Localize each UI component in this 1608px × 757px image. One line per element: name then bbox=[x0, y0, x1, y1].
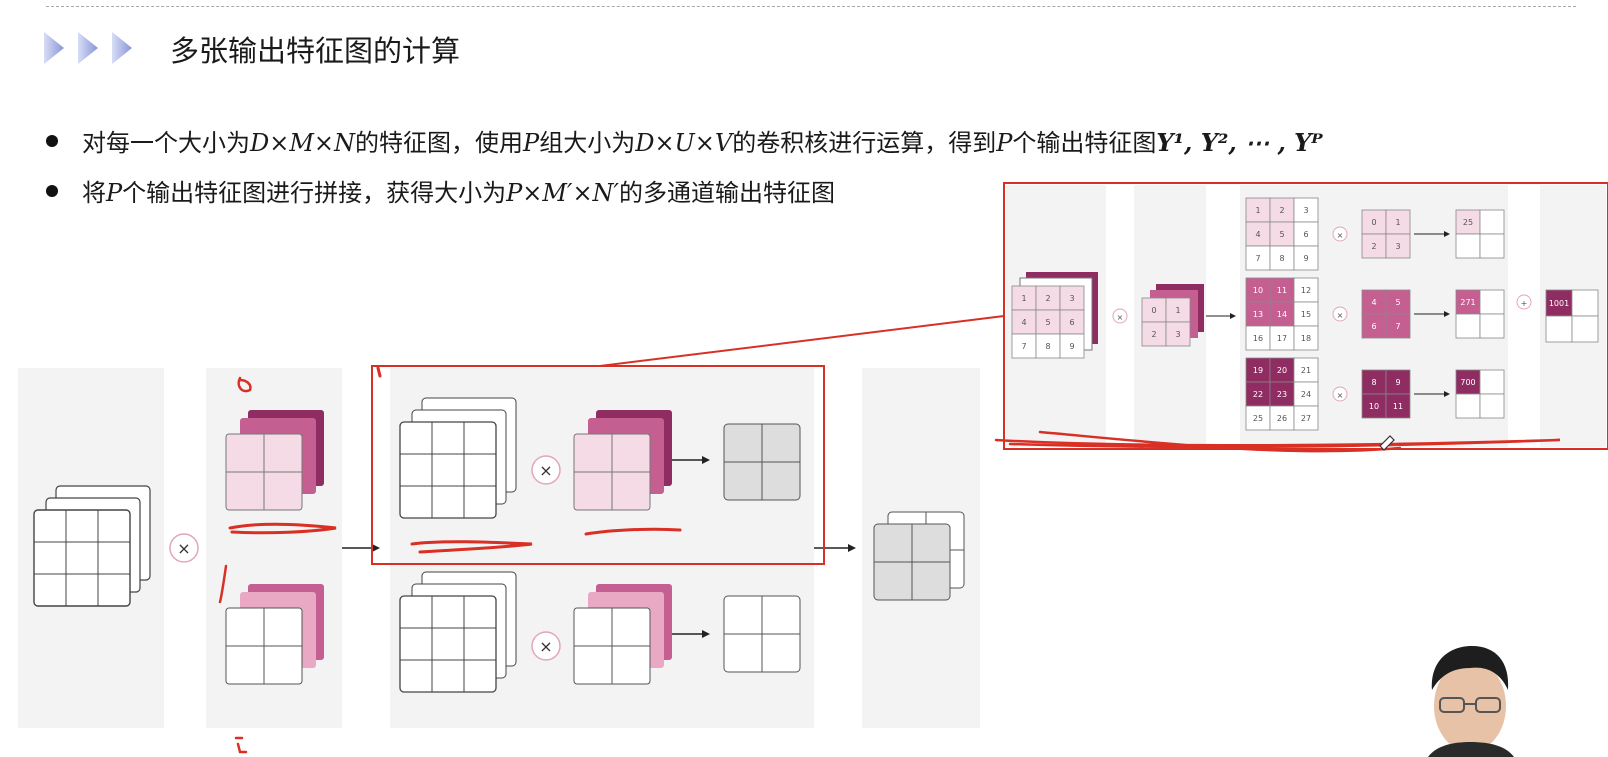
inset-kernel-cell: 10 bbox=[1369, 402, 1379, 411]
inset-channel-cell: 17 bbox=[1277, 334, 1287, 343]
inset-multiply-symbol: × bbox=[1337, 391, 1344, 400]
svg-text:×: × bbox=[539, 461, 552, 480]
inset-channel-cell: 18 bbox=[1301, 334, 1311, 343]
inset-input-cell: 9 bbox=[1069, 342, 1074, 351]
inset-arrow bbox=[1206, 313, 1236, 319]
inset-kernel-cell: 2 bbox=[1151, 330, 1156, 339]
pen-cursor-icon bbox=[1379, 435, 1395, 451]
inset-input-cell: 8 bbox=[1045, 342, 1050, 351]
inset-result-value: 25 bbox=[1463, 218, 1473, 227]
inset-kernel-cell: 6 bbox=[1371, 322, 1376, 331]
inset-multiply-symbol: × bbox=[1337, 311, 1344, 320]
chevron-decoration-icon bbox=[44, 32, 132, 64]
inset-input-cell: 2 bbox=[1045, 294, 1050, 303]
inset-channel-cell: 25 bbox=[1253, 414, 1263, 423]
inset-input-stack: 1 2 3 4 5 6 7 8 9 bbox=[1011, 272, 1098, 359]
inset-input-cell: 4 bbox=[1021, 318, 1026, 327]
top-dashed-rule bbox=[46, 6, 1576, 7]
kernel-stack-bottom bbox=[225, 584, 324, 685]
inset-input-cell: 6 bbox=[1069, 318, 1074, 327]
inset-channel-cell: 3 bbox=[1303, 206, 1308, 215]
svg-text:×: × bbox=[177, 539, 190, 558]
input-feature-map-stack bbox=[33, 485, 151, 607]
inset-channel-cell: 21 bbox=[1301, 366, 1311, 375]
inset-kernel-cell: 5 bbox=[1395, 298, 1400, 307]
zoom-connector-line bbox=[599, 315, 1005, 367]
inset-multiply-symbol: × bbox=[1337, 231, 1344, 240]
inset-input-cell: 3 bbox=[1069, 294, 1074, 303]
inset-kernel-cell: 9 bbox=[1395, 378, 1400, 387]
inset-channel-cell: 6 bbox=[1303, 230, 1308, 239]
inset-kernel-cell: 0 bbox=[1151, 306, 1156, 315]
inset-channel-row: 10 11 12 13 14 15 16 17 18 × 4 5 6 7 271 bbox=[1245, 277, 1505, 351]
inset-input-cell: 5 bbox=[1045, 318, 1050, 327]
inset-channel-cell: 11 bbox=[1277, 286, 1287, 295]
inset-channel-cell: 12 bbox=[1301, 286, 1311, 295]
inset-channel-cell: 20 bbox=[1277, 366, 1287, 375]
inset-channel-cell: 7 bbox=[1255, 254, 1260, 263]
inset-channel-cell: 23 bbox=[1277, 390, 1287, 399]
inset-channel-cell: 26 bbox=[1277, 414, 1287, 423]
inset-channel-cell: 4 bbox=[1255, 230, 1260, 239]
inset-channel-row: 1 2 3 4 5 6 7 8 9 × 0 1 2 3 25 bbox=[1245, 197, 1505, 271]
inset-kernel-cell: 4 bbox=[1371, 298, 1376, 307]
inset-input-cell: 7 bbox=[1021, 342, 1026, 351]
slide-title: 多张输出特征图的计算 bbox=[170, 34, 461, 68]
conv-row-top: × bbox=[399, 397, 801, 519]
bullet-item-1: 对每一个大小为D×M×N的特征图，使用P组大小为D×U×V的卷积核进行运算，得到… bbox=[46, 123, 1323, 158]
inset-channel-row: 19 20 21 22 23 24 25 26 27 × 8 9 10 11 700 bbox=[1245, 357, 1505, 431]
presenter-video bbox=[1424, 646, 1520, 757]
inset-multiply-symbol: × bbox=[1117, 313, 1124, 322]
inset-input-cell: 1 bbox=[1021, 294, 1026, 303]
inset-channel-cell: 16 bbox=[1253, 334, 1263, 343]
inset-kernel-cell: 3 bbox=[1395, 242, 1400, 251]
inset-kernel-cell: 1 bbox=[1175, 306, 1180, 315]
inset-channel-cell: 13 bbox=[1253, 310, 1263, 319]
inset-channel-cell: 27 bbox=[1301, 414, 1311, 423]
inset-channel-cell: 1 bbox=[1255, 206, 1260, 215]
inset-kernel-stack: 0 1 2 3 bbox=[1141, 284, 1204, 347]
inset-sum-value: 1001 bbox=[1549, 299, 1569, 308]
inset-plus-icon: + bbox=[1516, 294, 1532, 310]
inset-result-value: 271 bbox=[1460, 298, 1475, 307]
inset-kernel-cell: 1 bbox=[1395, 218, 1400, 227]
inset-channel-cell: 10 bbox=[1253, 286, 1263, 295]
inset-multiply-icon: × bbox=[1112, 308, 1128, 324]
conv-row-bottom: × bbox=[399, 571, 801, 693]
inset-channel-cell: 19 bbox=[1253, 366, 1263, 375]
bullet-item-2: 将P个输出特征图进行拼接，获得大小为P×M′×N′的多通道输出特征图 bbox=[46, 173, 835, 208]
bullet-dot bbox=[46, 185, 58, 197]
inset-channel-cell: 5 bbox=[1279, 230, 1284, 239]
bullet-dot bbox=[46, 135, 58, 147]
output-feature-map-stack bbox=[873, 511, 965, 601]
inset-result-value: 700 bbox=[1460, 378, 1475, 387]
inset-channel-cell: 24 bbox=[1301, 390, 1311, 399]
inset-kernel-cell: 2 bbox=[1371, 242, 1376, 251]
inset-kernel-cell: 0 bbox=[1371, 218, 1376, 227]
inset-kernel-cell: 3 bbox=[1175, 330, 1180, 339]
inset-kernel-cell: 8 bbox=[1371, 378, 1376, 387]
inset-channel-cell: 8 bbox=[1279, 254, 1284, 263]
inset-channel-cell: 2 bbox=[1279, 206, 1284, 215]
kernel-stack-top bbox=[225, 410, 324, 511]
inset-channel-cell: 22 bbox=[1253, 390, 1263, 399]
svg-text:×: × bbox=[539, 637, 552, 656]
multiply-operator-icon: × bbox=[169, 533, 199, 563]
inset-channel-cell: 9 bbox=[1303, 254, 1308, 263]
inset-plus-symbol: + bbox=[1521, 299, 1528, 308]
red-ink-annotations bbox=[218, 366, 1561, 754]
inset-kernel-cell: 7 bbox=[1395, 322, 1400, 331]
inset-final-output: 1001 bbox=[1545, 289, 1599, 343]
highlight-box-conv bbox=[371, 365, 825, 565]
inset-channel-cell: 15 bbox=[1301, 310, 1311, 319]
inset-channel-cell: 14 bbox=[1277, 310, 1287, 319]
inset-kernel-cell: 11 bbox=[1393, 402, 1403, 411]
